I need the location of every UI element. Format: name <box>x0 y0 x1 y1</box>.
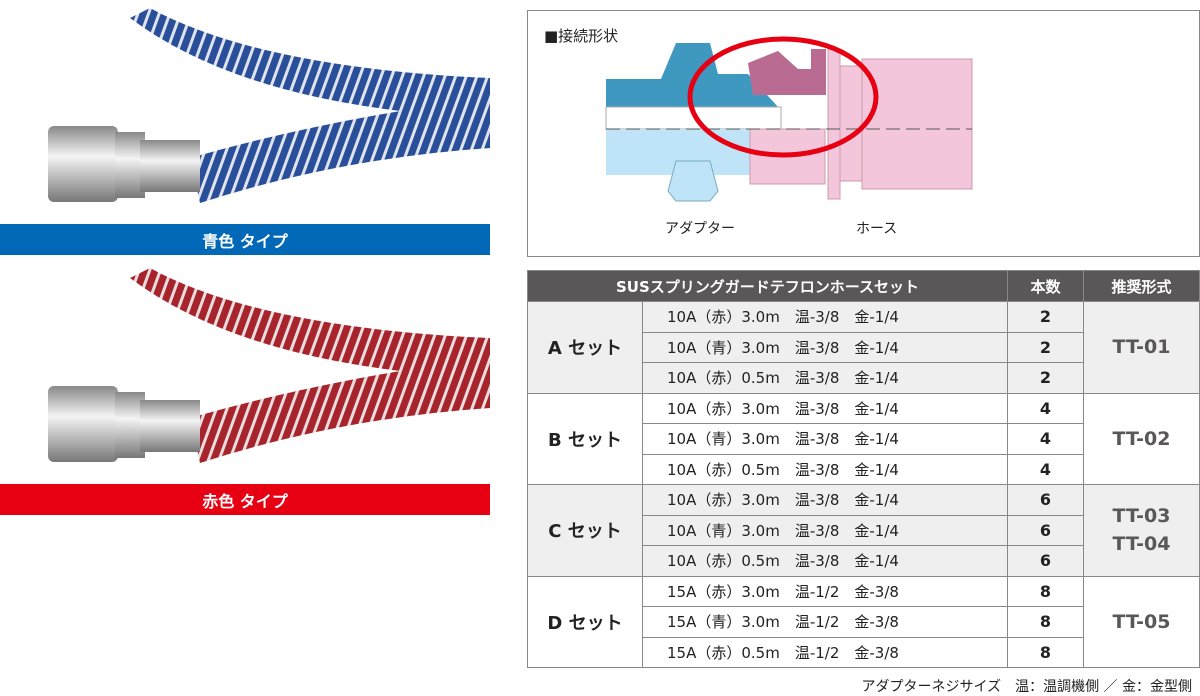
red-type-label: 赤色 タイプ <box>0 484 490 515</box>
hose-description: 10A（赤）3.0m 温-3/8 金-1/4 <box>642 392 1008 424</box>
hose-label: ホース <box>856 221 898 237</box>
set-name: A セット <box>527 301 643 394</box>
blue-hose-image <box>48 8 490 203</box>
hose-count: 8 <box>1007 606 1084 638</box>
connection-illustration <box>605 36 973 202</box>
connection-diagram: ■接続形状 アダプター ホース <box>527 10 1200 257</box>
hose-description: 10A（青）3.0m 温-3/8 金-1/4 <box>642 331 1008 363</box>
set-name: B セット <box>527 392 643 485</box>
hose-count: 8 <box>1007 575 1084 607</box>
hose-description: 10A（青）3.0m 温-3/8 金-1/4 <box>642 514 1008 546</box>
model-code: TT-05 <box>1112 610 1171 633</box>
hose-description: 15A（赤）0.5m 温-1/2 金-3/8 <box>642 636 1008 668</box>
hose-count: 8 <box>1007 636 1084 668</box>
set-name: C セット <box>527 484 643 577</box>
hose-count: 4 <box>1007 392 1084 424</box>
model-code: TT-04 <box>1112 533 1171 556</box>
hose-description: 15A（青）3.0m 温-1/2 金-3/8 <box>642 606 1008 638</box>
hose-count: 4 <box>1007 453 1084 485</box>
header-model: 推奨形式 <box>1083 270 1200 302</box>
hose-count: 2 <box>1007 362 1084 394</box>
hose-description: 10A（青）3.0m 温-3/8 金-1/4 <box>642 423 1008 455</box>
hose-description: 10A（赤）0.5m 温-3/8 金-1/4 <box>642 453 1008 485</box>
adapter-label: アダプター <box>665 221 735 237</box>
model-code: TT-02 <box>1112 427 1171 450</box>
hose-description: 10A（赤）0.5m 温-3/8 金-1/4 <box>642 362 1008 394</box>
hose-count: 2 <box>1007 301 1084 333</box>
footnote: アダプターネジサイズ 温：温調機側 ／ 金：金型側 <box>861 679 1192 695</box>
set-name: D セット <box>527 575 643 668</box>
recommended-model: TT-02 <box>1083 392 1200 485</box>
model-code: TT-01 <box>1112 336 1171 358</box>
red-hose-image <box>48 268 490 463</box>
hose-count: 2 <box>1007 331 1084 363</box>
hose-description: 10A（赤）3.0m 温-3/8 金-1/4 <box>642 484 1008 516</box>
hose-count: 6 <box>1007 514 1084 546</box>
hose-description: 10A（赤）0.5m 温-3/8 金-1/4 <box>642 545 1008 577</box>
hose-description: 10A（赤）3.0m 温-3/8 金-1/4 <box>642 301 1008 333</box>
hose-count: 6 <box>1007 545 1084 577</box>
header-count: 本数 <box>1007 270 1084 302</box>
hose-count: 4 <box>1007 423 1084 455</box>
diagram-title: ■接続形状 <box>544 27 619 45</box>
header-set: SUSスプリングガードテフロンホースセット <box>527 270 1008 302</box>
blue-type-label: 青色 タイプ <box>0 224 490 255</box>
hose-description: 15A（赤）3.0m 温-1/2 金-3/8 <box>642 575 1008 607</box>
recommended-model: TT-01 <box>1083 301 1200 394</box>
hose-count: 6 <box>1007 484 1084 516</box>
model-code: TT-03 <box>1112 504 1171 527</box>
recommended-model: TT-05 <box>1083 575 1200 668</box>
